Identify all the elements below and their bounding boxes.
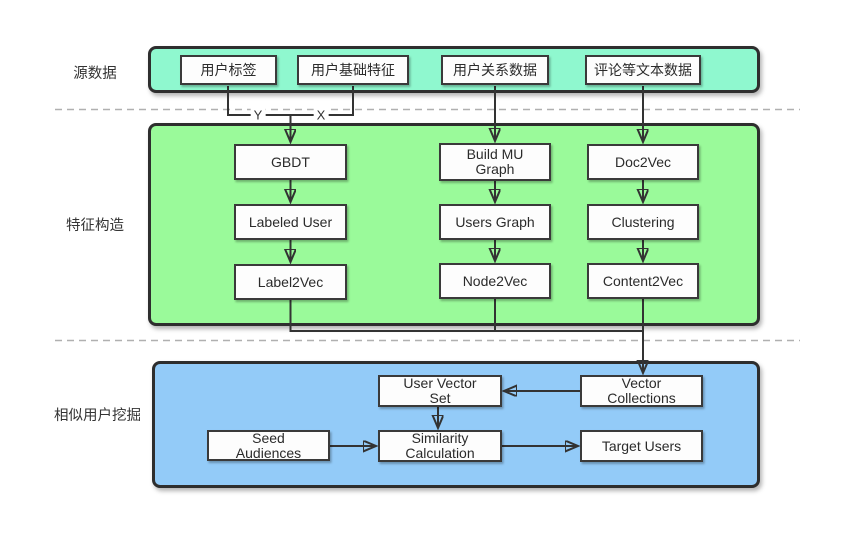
edge-source-merge xyxy=(227,86,354,116)
node-user-relation-data: 用户关系数据 xyxy=(441,55,549,85)
node-user-basic-features: 用户基础特征 xyxy=(297,55,409,85)
node-similarity-calculation: Similarity Calculation xyxy=(378,430,502,462)
edge-vector-merge xyxy=(289,299,643,332)
edge-label-y: Y xyxy=(250,107,266,123)
node-comment-text-data: 评论等文本数据 xyxy=(585,55,701,85)
node-user-tags: 用户标签 xyxy=(180,55,277,85)
node-clustering: Clustering xyxy=(587,204,699,240)
node-gbdt: GBDT xyxy=(234,144,347,180)
edge-label-x: X xyxy=(313,107,329,123)
section-label-similar-user-mining: 相似用户挖掘 xyxy=(54,408,141,424)
node-label2vec: Label2Vec xyxy=(234,264,347,300)
section-label-source-data: 源数据 xyxy=(73,66,117,82)
node-user-vector-set: User Vector Set xyxy=(378,375,502,407)
node-users-graph: Users Graph xyxy=(439,204,551,240)
node-target-users: Target Users xyxy=(580,430,703,462)
node-labeled-user: Labeled User xyxy=(234,204,347,240)
node-doc2vec: Doc2Vec xyxy=(587,144,699,180)
node-vector-collections: Vector Collections xyxy=(580,375,703,407)
section-label-feature-construction: 特征构造 xyxy=(66,218,124,234)
node-content2vec: Content2Vec xyxy=(587,263,699,299)
node-build-mu-graph: Build MU Graph xyxy=(439,143,551,181)
node-seed-audiences: Seed Audiences xyxy=(207,430,330,461)
node-node2vec: Node2Vec xyxy=(439,263,551,299)
